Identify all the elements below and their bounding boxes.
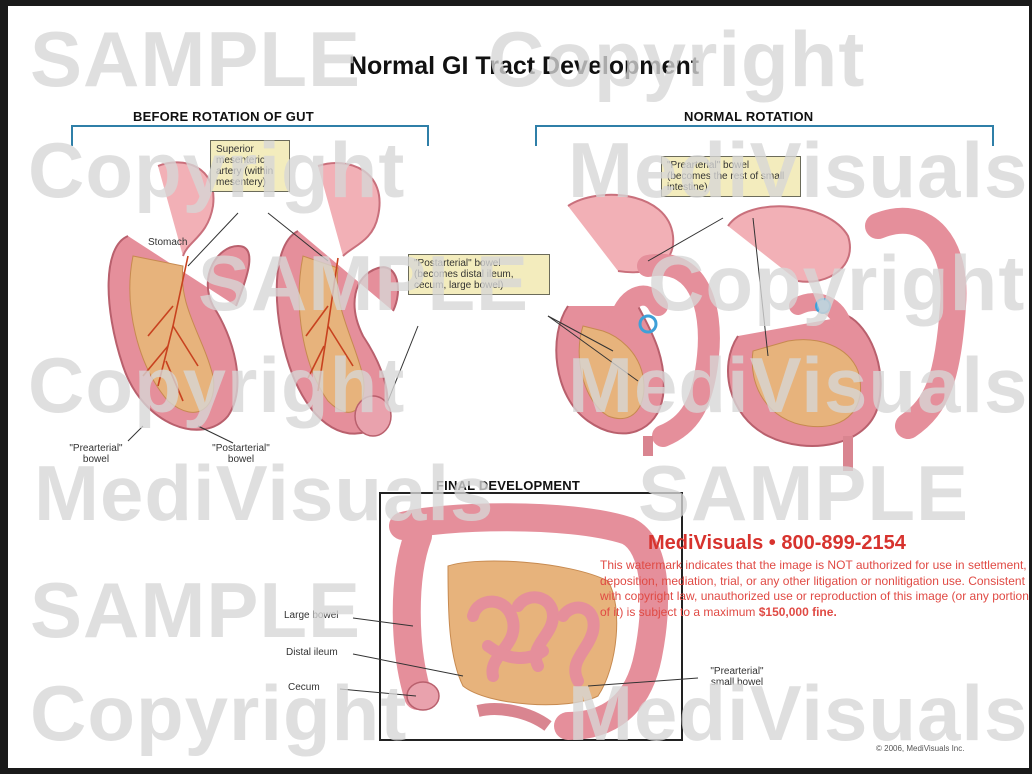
copyright-notice: © 2006, MediVisuals Inc. (876, 744, 964, 753)
section-final-development: FINAL DEVELOPMENT (436, 478, 580, 493)
label-postarterial-bowel-box: "Postarterial" bowel (becomes distal ile… (408, 254, 550, 295)
label-superior-mesenteric-artery: Superior mesenteric artery (within mesen… (210, 140, 290, 192)
gut-normal-rotation-1 (556, 195, 709, 456)
section-normal-rotation: NORMAL ROTATION (684, 109, 813, 124)
label-prearterial-bowel-box: "Prearterial" bowel (becomes the rest of… (661, 156, 801, 197)
label-prearterial-bowel-left: "Prearterial" bowel (64, 443, 128, 465)
gut-before-rotation-2 (277, 163, 398, 436)
section-before-rotation: BEFORE ROTATION OF GUT (133, 109, 314, 124)
label-postarterial-bowel-left: "Postarterial" bowel (206, 443, 276, 465)
label-cecum: Cecum (288, 682, 320, 693)
license-notice-fine: $150,000 fine. (759, 605, 837, 619)
gut-before-rotation-1 (109, 162, 250, 429)
license-notice: This watermark indicates that the image … (600, 558, 1030, 620)
normal-rotation-bracket (536, 126, 993, 146)
label-prearterial-small-bowel: "Prearterial" small bowel (698, 666, 776, 688)
label-stomach: Stomach (148, 237, 187, 248)
medivisuals-brand: MediVisuals • 800-899-2154 (648, 532, 906, 555)
label-distal-ileum: Distal ileum (286, 647, 338, 658)
page-title: Normal GI Tract Development (8, 52, 1032, 81)
label-large-bowel: Large bowel (284, 610, 338, 621)
gut-normal-rotation-2 (728, 206, 954, 471)
